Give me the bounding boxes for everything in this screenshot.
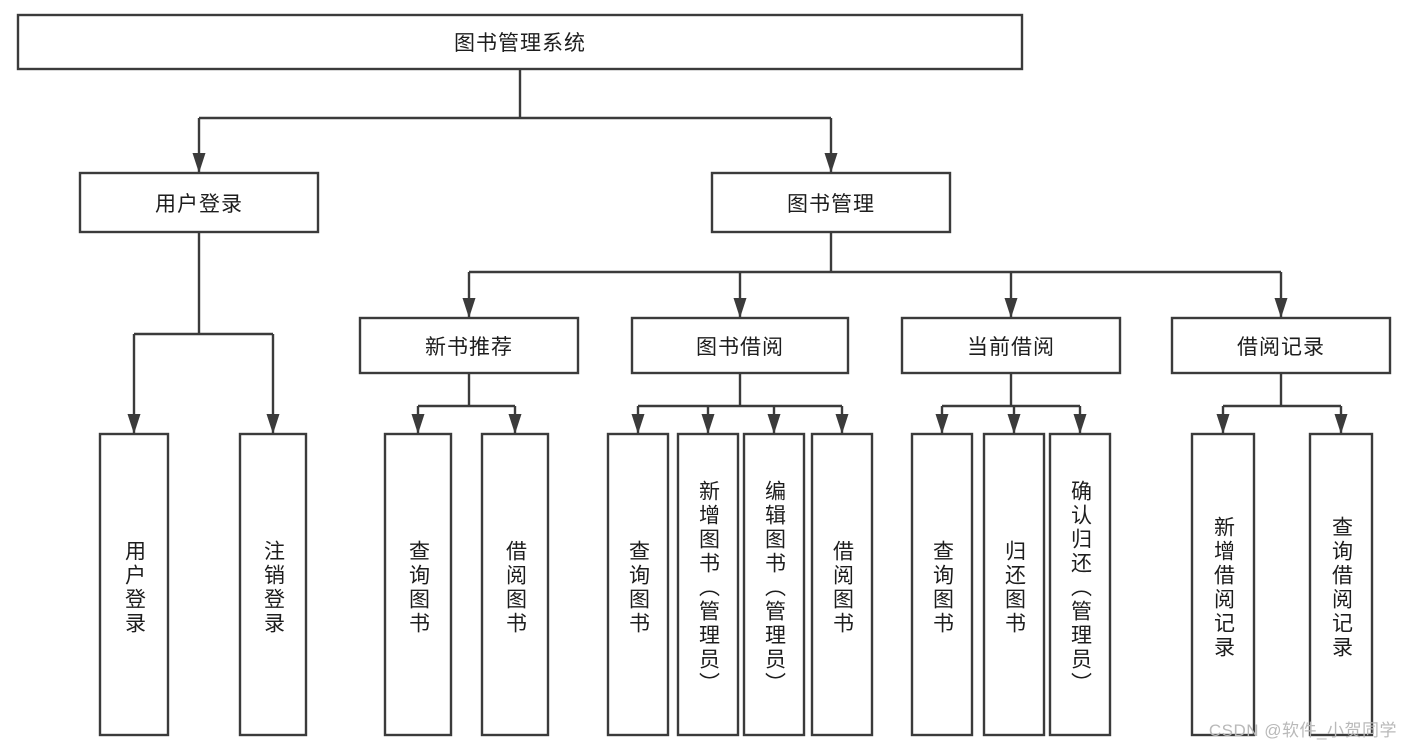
arrow-head — [1073, 414, 1087, 434]
node-box-leaf_add_record[interactable] — [1190, 432, 1256, 737]
node-box-book_borrow[interactable] — [630, 316, 850, 375]
arrow-head — [1274, 298, 1288, 318]
arrow-head — [631, 414, 645, 434]
arrow-head — [1004, 298, 1018, 318]
arrow-head — [701, 414, 715, 434]
arrow-head — [733, 298, 747, 318]
connectors-layer — [127, 69, 1348, 434]
arrow-head — [1334, 414, 1348, 434]
arrow-head — [127, 414, 141, 434]
node-box-root[interactable] — [16, 13, 1024, 71]
node-box-new_book_rec[interactable] — [358, 316, 580, 375]
arrow-head — [192, 153, 206, 173]
node-box-leaf_query_book_1[interactable] — [383, 432, 453, 737]
node-box-leaf_edit_book[interactable] — [742, 432, 806, 737]
node-box-leaf_return_book[interactable] — [982, 432, 1046, 737]
arrow-head — [935, 414, 949, 434]
node-box-current_borrow[interactable] — [900, 316, 1122, 375]
arrow-head — [1216, 414, 1230, 434]
arrow-head — [835, 414, 849, 434]
node-box-leaf_borrow_book_2[interactable] — [810, 432, 874, 737]
arrow-head — [266, 414, 280, 434]
node-box-leaf_user_login[interactable] — [98, 432, 170, 737]
arrow-head — [1007, 414, 1021, 434]
node-box-leaf_add_book[interactable] — [676, 432, 740, 737]
arrow-head — [508, 414, 522, 434]
arrow-head — [462, 298, 476, 318]
node-box-borrow_record[interactable] — [1170, 316, 1392, 375]
node-box-leaf_confirm_return[interactable] — [1048, 432, 1112, 737]
node-box-leaf_query_book_2[interactable] — [606, 432, 670, 737]
node-box-leaf_logout[interactable] — [238, 432, 308, 737]
node-box-leaf_query_record[interactable] — [1308, 432, 1374, 737]
arrow-head — [824, 153, 838, 173]
node-box-book_mgmt[interactable] — [710, 171, 952, 234]
arrow-head — [411, 414, 425, 434]
node-box-leaf_query_book_3[interactable] — [910, 432, 974, 737]
node-box-leaf_borrow_book_1[interactable] — [480, 432, 550, 737]
node-box-user_login[interactable] — [78, 171, 320, 234]
node-boxes-layer — [16, 13, 1392, 737]
arrow-head — [767, 414, 781, 434]
